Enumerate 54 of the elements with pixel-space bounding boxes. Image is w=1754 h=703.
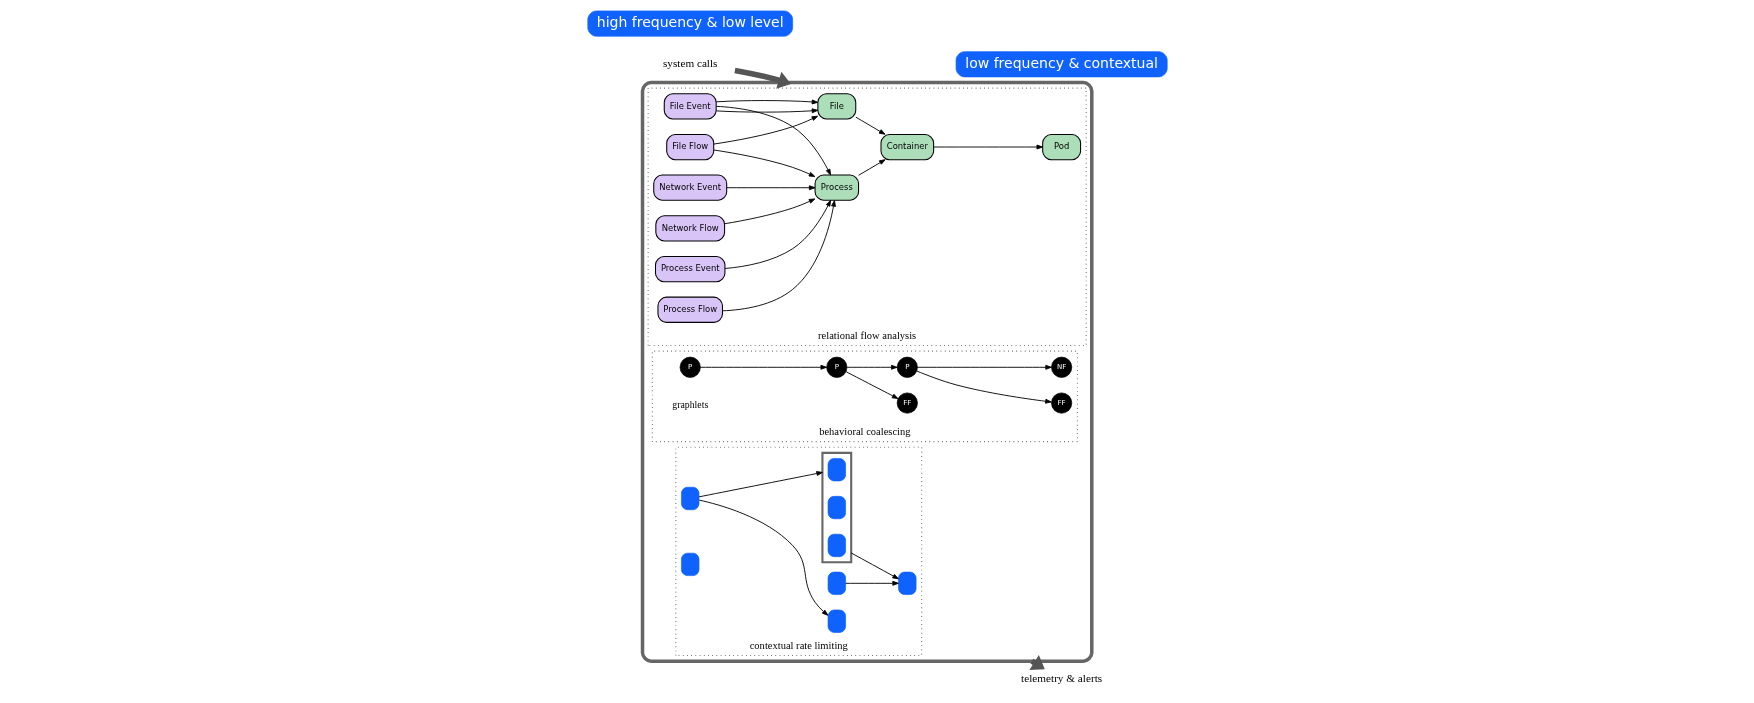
node-box: low frequency & contextual <box>955 51 1168 78</box>
node-circle: P <box>896 356 918 378</box>
arrow <box>715 105 831 176</box>
arrow <box>733 67 791 89</box>
node-circle: FF <box>896 392 918 414</box>
arrow <box>698 471 823 498</box>
cluster <box>640 80 1094 663</box>
arrow <box>854 116 885 135</box>
arrow <box>933 144 1043 150</box>
node-box: Process Event <box>654 255 725 283</box>
arrow <box>724 199 831 269</box>
node-box: File Event <box>663 93 717 120</box>
node-box <box>827 496 846 520</box>
arrow <box>845 371 898 399</box>
node-box <box>827 533 846 557</box>
cluster <box>820 451 852 564</box>
arrow <box>723 198 815 225</box>
arrow <box>721 200 836 312</box>
arrow <box>916 364 1052 370</box>
arrow <box>712 149 815 177</box>
node-box: Process Flow <box>656 296 723 323</box>
arrow <box>844 580 899 586</box>
node-circle: P <box>825 356 847 378</box>
node-box: File <box>816 93 856 120</box>
node-box: Container <box>880 133 934 161</box>
arrow <box>712 115 818 145</box>
node-box: Process <box>814 174 859 201</box>
cluster: contextual rate limiting <box>674 446 922 657</box>
label: graphlets <box>671 399 708 411</box>
arrow <box>725 185 815 191</box>
node-box <box>897 571 916 595</box>
node-circle: FF <box>1050 392 1072 414</box>
arrow <box>715 108 818 114</box>
node-box <box>827 609 846 633</box>
node-box <box>680 552 699 576</box>
arrow <box>850 552 899 580</box>
arrow <box>698 499 828 616</box>
node-box: Pod <box>1041 133 1081 161</box>
node-box: high frequency & low level <box>586 10 793 37</box>
node-box: Network Flow <box>654 215 725 242</box>
node-box: Network Event <box>652 174 727 201</box>
node-text: system calls <box>662 56 717 69</box>
arrow <box>915 370 1052 404</box>
node-box: File Flow <box>665 133 714 161</box>
arrow <box>857 159 886 176</box>
node-box <box>827 571 846 595</box>
node-box <box>827 458 846 482</box>
arrow <box>846 364 898 370</box>
node-box <box>680 486 699 511</box>
arrow <box>715 99 818 105</box>
node-circle: NF <box>1050 356 1072 378</box>
node-circle: P <box>679 356 701 378</box>
arrow <box>699 364 827 370</box>
node-text: telemetry & alerts <box>1020 672 1102 685</box>
